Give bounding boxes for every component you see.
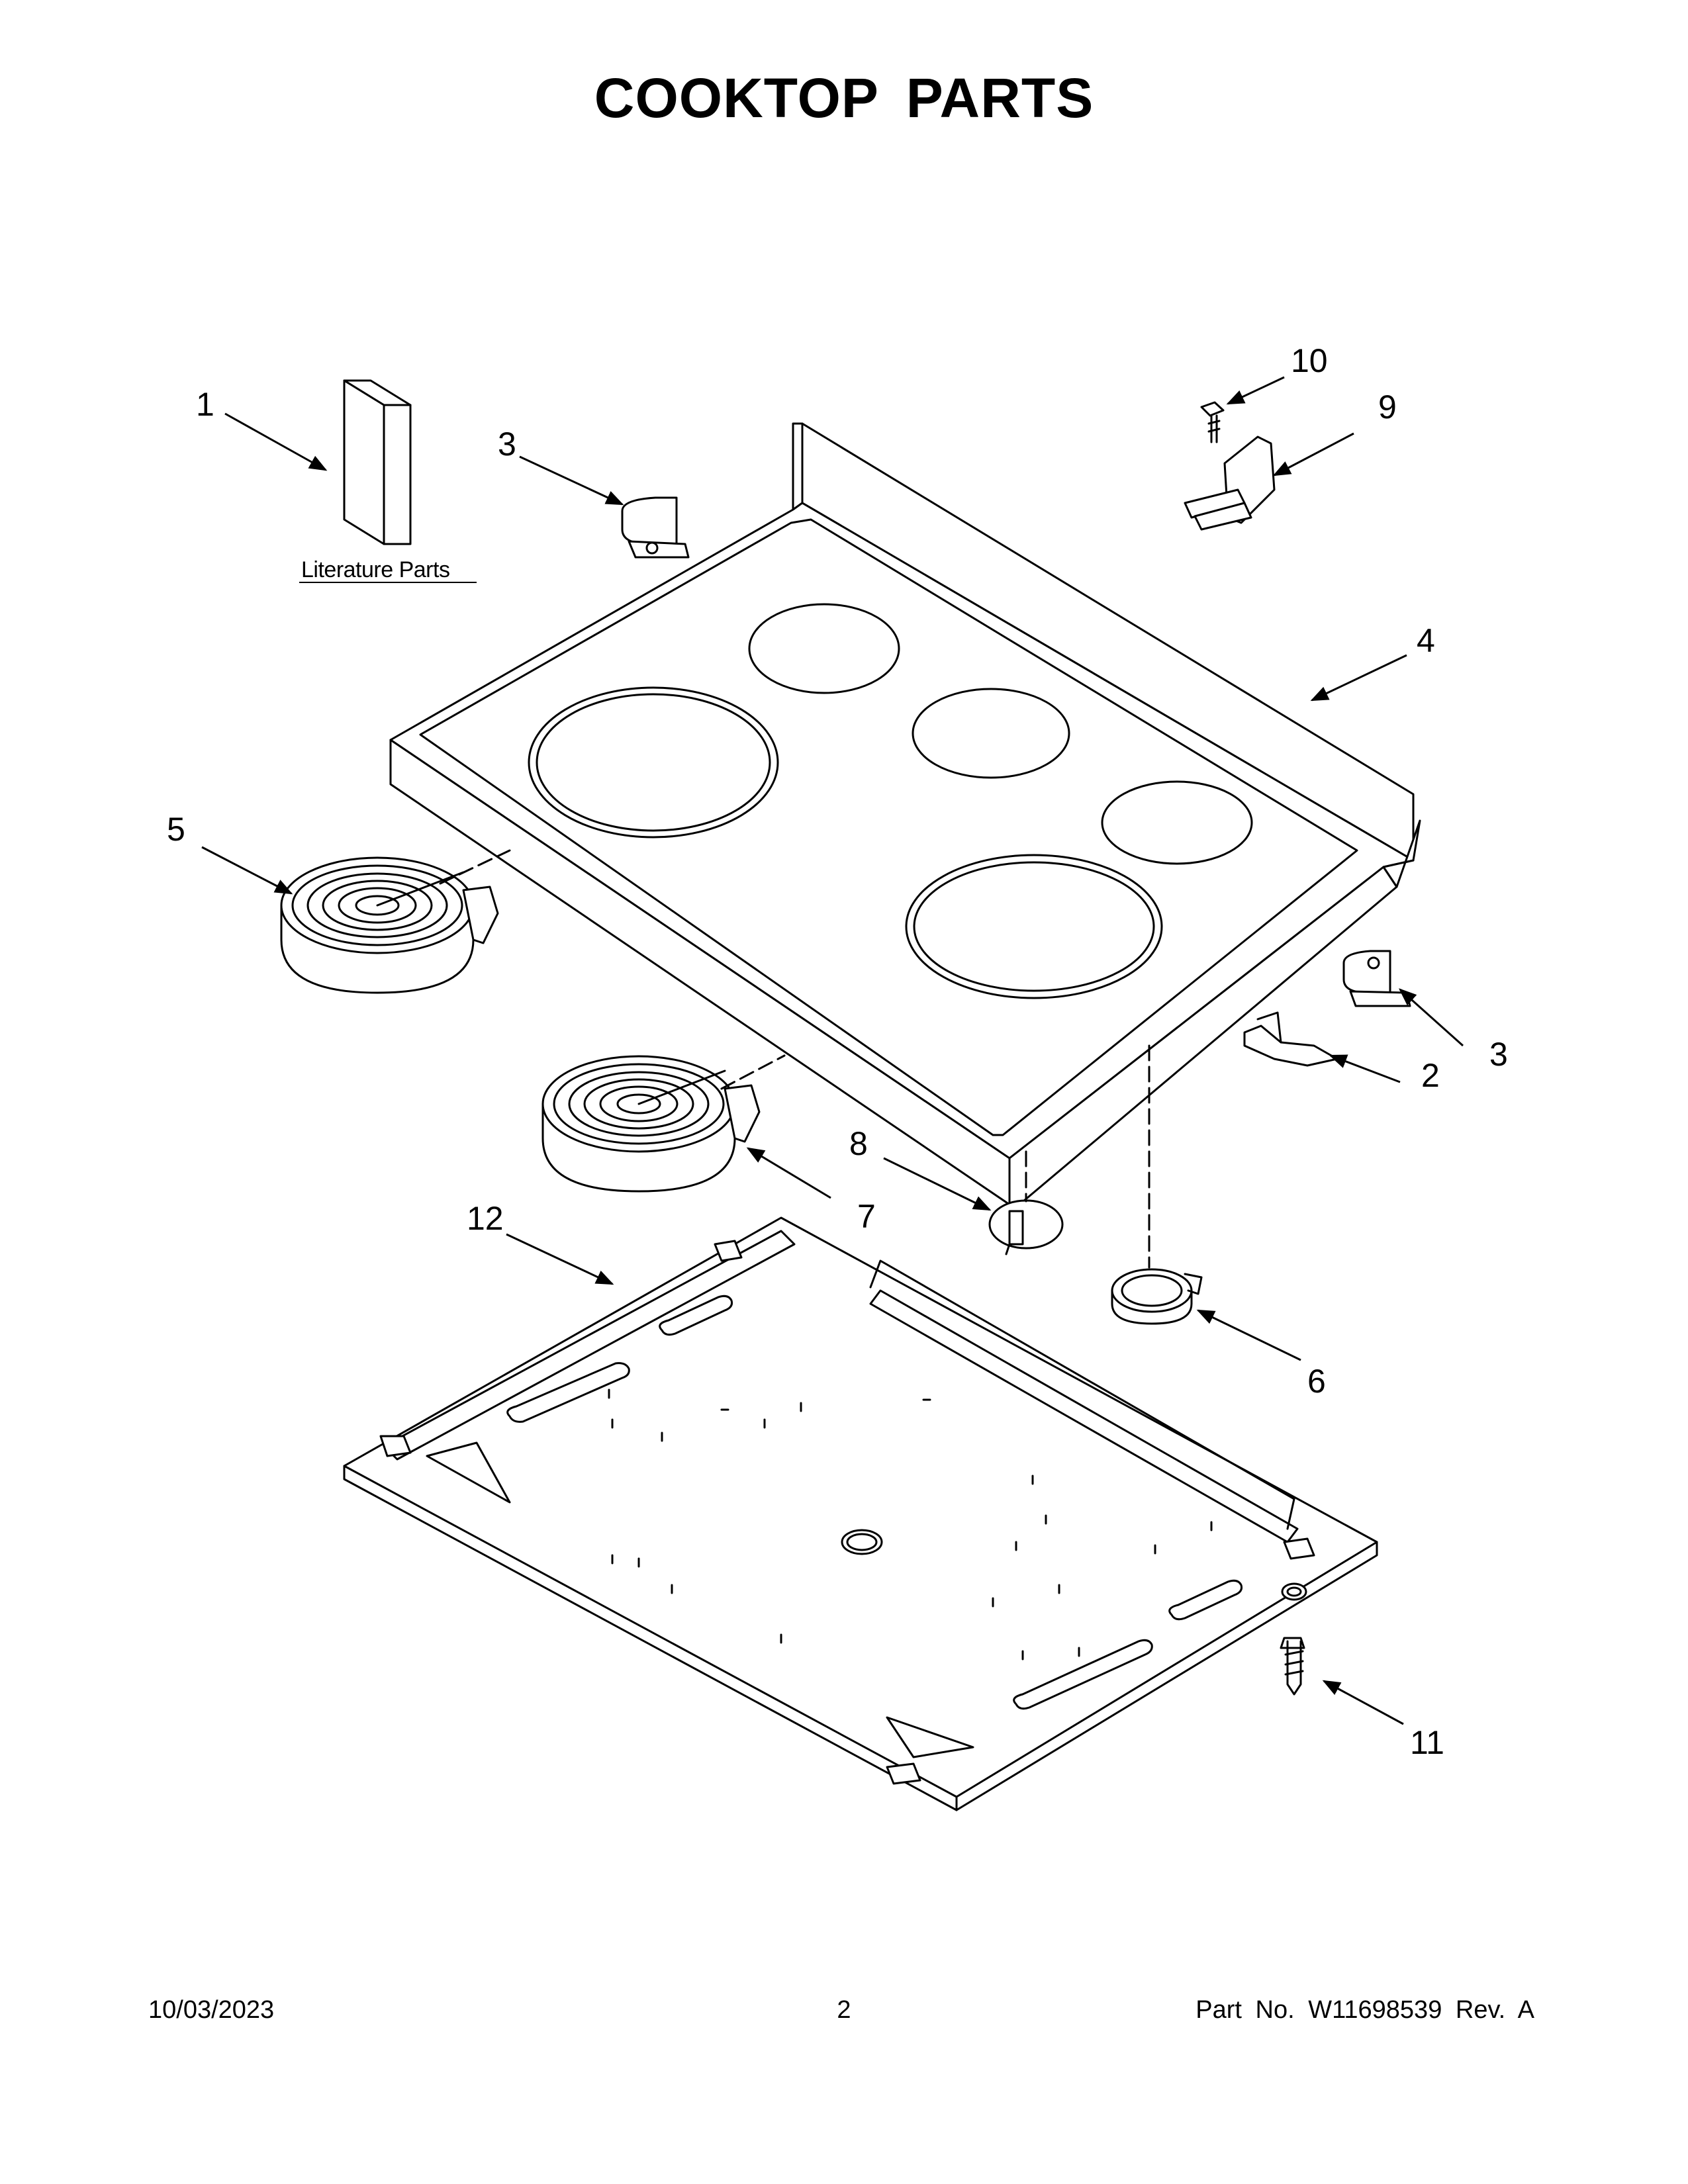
callout-4: 4 (1417, 622, 1435, 659)
assembly-lines (439, 849, 1150, 1269)
callout-8: 8 (849, 1125, 868, 1162)
footer-date: 10/03/2023 (148, 1996, 275, 2024)
callout-6: 6 (1307, 1363, 1326, 1400)
callout-2: 2 (1421, 1057, 1440, 1094)
callout-7: 7 (857, 1198, 876, 1235)
switch-bracket (1184, 435, 1276, 531)
screw-bottom (1280, 1582, 1307, 1696)
burner-box (343, 1216, 1378, 1811)
footer-part-number: Part No. W11698539 Rev. A (1196, 1996, 1534, 2024)
callout-11: 11 (1410, 1724, 1444, 1761)
callout-5: 5 (167, 811, 185, 848)
hinge-left (621, 496, 690, 559)
callout-3-right: 3 (1489, 1036, 1508, 1073)
element-small (1111, 1268, 1203, 1325)
limiter-clip (988, 1199, 1064, 1255)
callout-1: 1 (196, 386, 214, 423)
footer-page-number: 2 (837, 1996, 851, 2024)
hinge-right (1342, 950, 1411, 1007)
cooktop-glass (389, 422, 1421, 1206)
screw-top (1200, 401, 1225, 443)
callout-12: 12 (467, 1200, 504, 1237)
callout-10: 10 (1291, 342, 1328, 379)
bracket (1243, 1011, 1338, 1067)
callout-3-left: 3 (498, 426, 516, 463)
page-title: COOKTOP PARTS (594, 67, 1094, 129)
element-left-rear (280, 856, 499, 994)
literature-booklet (343, 379, 412, 545)
callout-9: 9 (1378, 388, 1397, 426)
leader-arrows (201, 376, 1464, 1725)
element-left-front (541, 1055, 761, 1193)
literature-label: Literature Parts (301, 557, 449, 582)
